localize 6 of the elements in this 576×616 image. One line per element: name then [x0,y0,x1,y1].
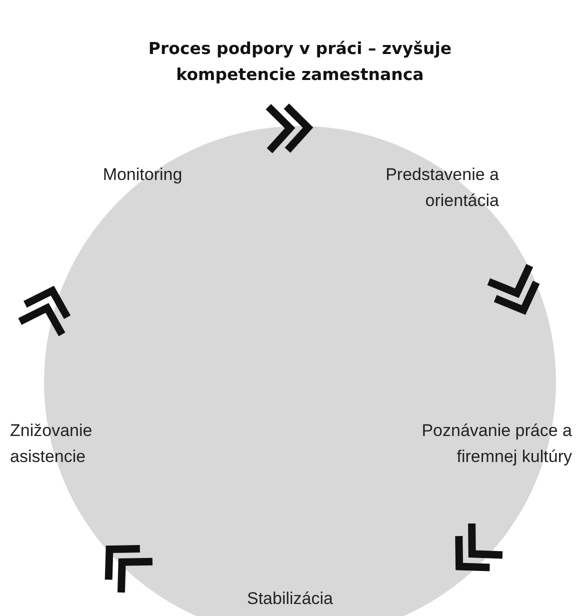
step-label: Znižovanie asistencie [10,420,94,468]
step-label: Stabilizácia [246,588,334,610]
step-label: Predstavenie a orientácia [384,164,499,212]
step-label: Monitoring [102,164,184,186]
diagram-title: Proces podpory v práci – zvyšuje kompetencie zamestnanca [147,38,453,86]
step-label: Poznávanie práce a firemnej kultúry [420,420,572,468]
